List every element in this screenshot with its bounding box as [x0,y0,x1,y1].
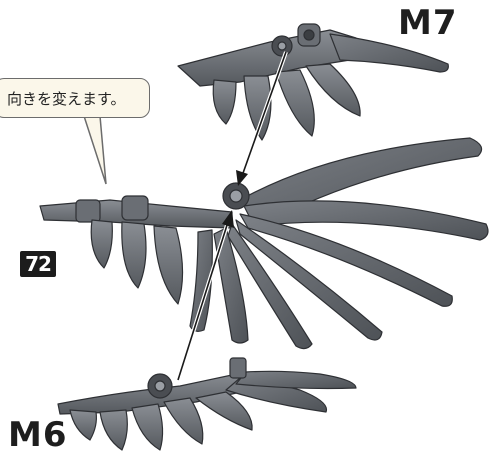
step-number-badge: 72 [20,251,56,277]
callout-tail [84,116,106,184]
part-label-bottom: M6 [8,418,68,452]
callout-text: 向きを変えます。 [7,88,126,109]
part-label-top: M7 [398,6,458,40]
wing-part-main [40,138,488,349]
wing-part-m6 [58,358,356,450]
instruction-callout: 向きを変えます。 [0,78,150,118]
